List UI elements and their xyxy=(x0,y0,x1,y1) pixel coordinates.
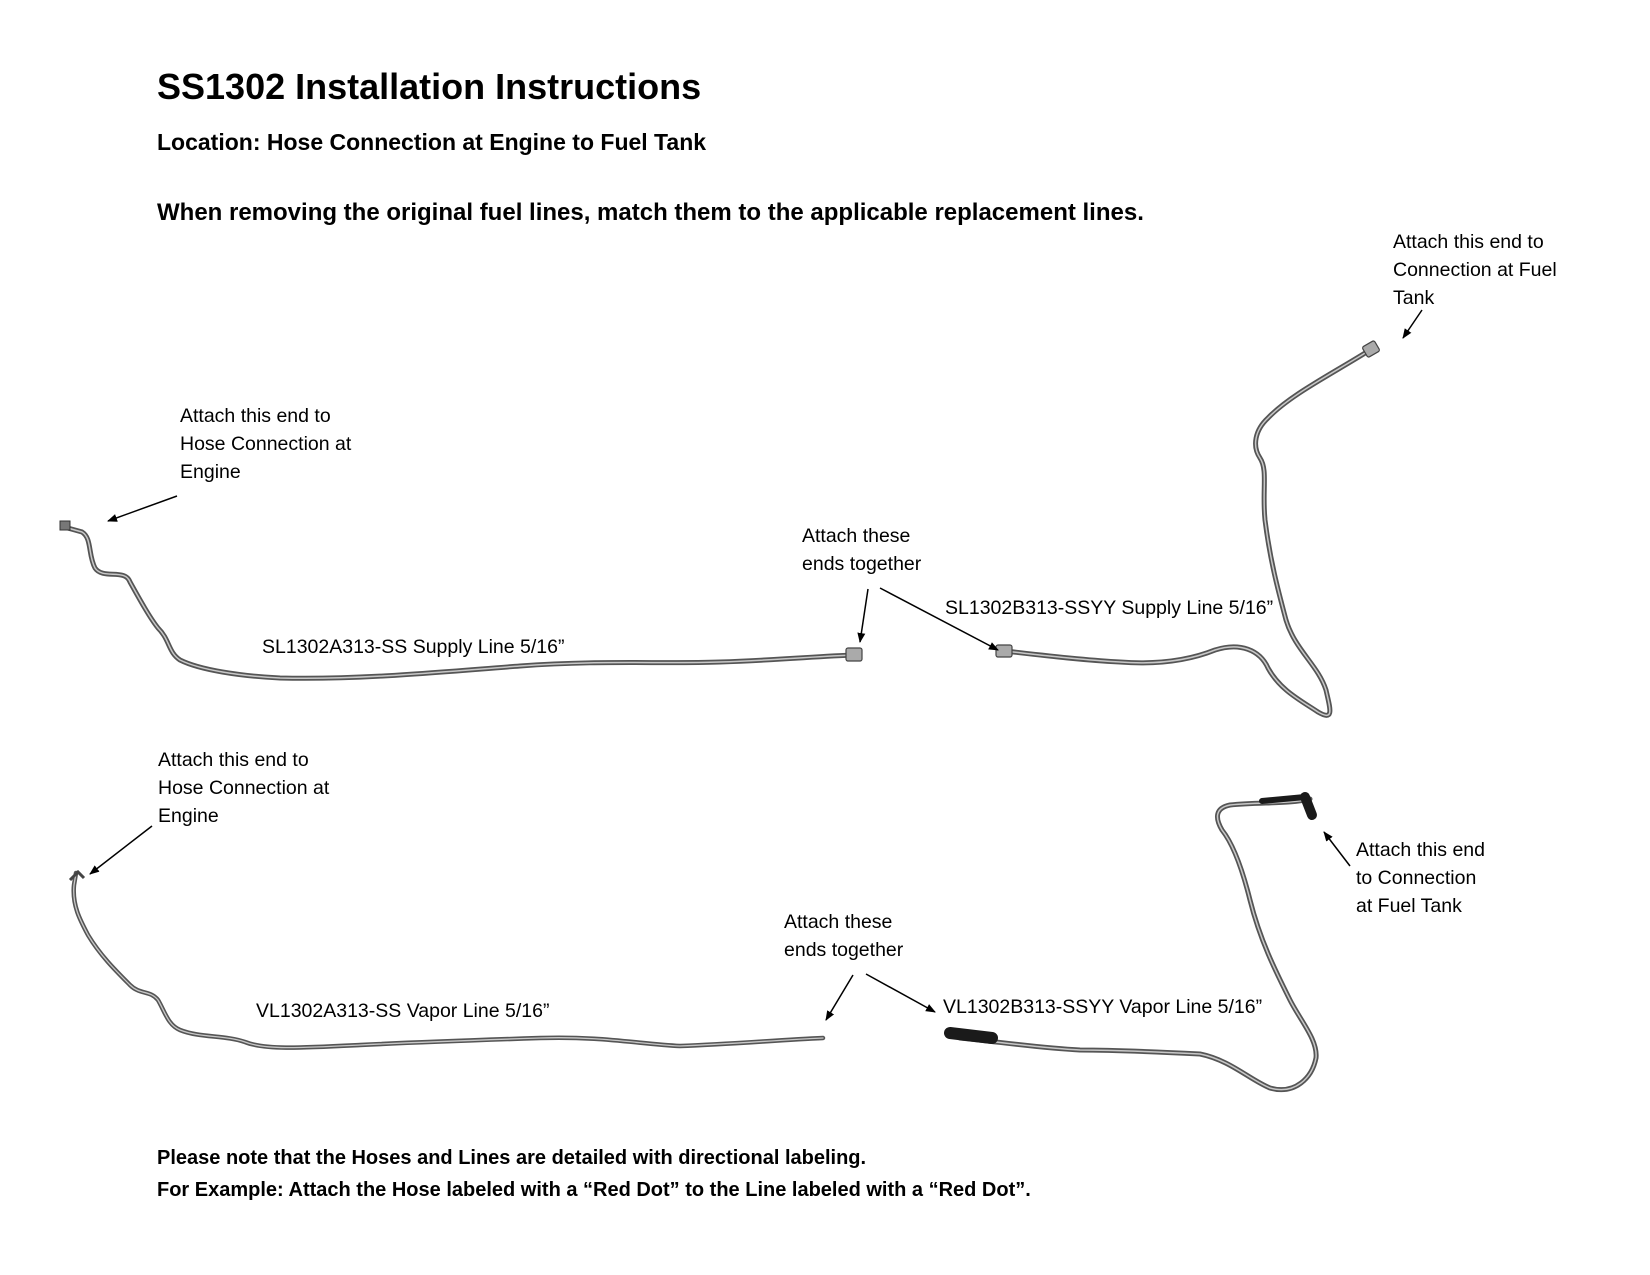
location-subtitle: Location: Hose Connection at Engine to F… xyxy=(157,129,707,155)
vapor-join-arrows xyxy=(825,973,936,1021)
supply-tank-arrow xyxy=(1402,309,1423,339)
vapor-tank-arrow xyxy=(1323,831,1351,867)
supply-tank-note: Attach this end to Connection at Fuel Ta… xyxy=(1393,231,1557,309)
supply-engine-note: Attach this end to Hose Connection at En… xyxy=(180,405,352,483)
supply-line-b-tube xyxy=(995,340,1380,718)
supply-line-a-tube xyxy=(59,520,863,681)
vapor-join-note: Attach these ends together xyxy=(784,911,904,961)
footer-notes: Please note that the Hoses and Lines are… xyxy=(157,1142,1031,1206)
supply-line-b-label: SL1302B313-SSYY Supply Line 5/16” xyxy=(945,597,1274,619)
supply-line-a-label: SL1302A313-SS Supply Line 5/16” xyxy=(262,636,565,658)
footer-line-1: Please note that the Hoses and Lines are… xyxy=(157,1147,867,1169)
supply-join-arrows xyxy=(857,587,999,651)
intro-instruction: When removing the original fuel lines, m… xyxy=(157,199,1144,226)
vapor-engine-arrow xyxy=(89,825,153,875)
page-title: SS1302 Installation Instructions xyxy=(157,66,702,107)
vapor-line-b-label: VL1302B313-SSYY Vapor Line 5/16” xyxy=(943,996,1263,1018)
vapor-tank-note: Attach this end to Connection at Fuel Ta… xyxy=(1356,839,1485,917)
vapor-line-a-tube xyxy=(68,869,826,1050)
footer-line-2: For Example: Attach the Hose labeled wit… xyxy=(157,1179,1031,1201)
supply-engine-arrow xyxy=(107,495,178,522)
vapor-line-b-tube xyxy=(944,792,1319,1092)
vapor-line-a-label: VL1302A313-SS Vapor Line 5/16” xyxy=(256,1000,550,1022)
supply-join-note: Attach these ends together xyxy=(802,525,922,575)
vapor-engine-note: Attach this end to Hose Connection at En… xyxy=(158,749,330,827)
